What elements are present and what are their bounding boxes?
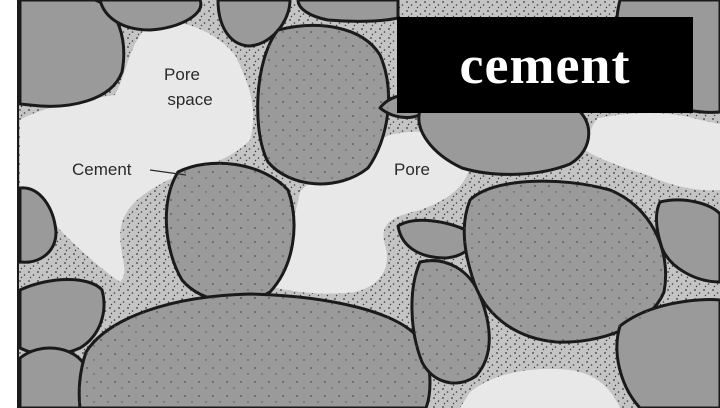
title-banner: cement xyxy=(397,17,693,113)
pore-space-label-line1: Pore xyxy=(164,65,200,84)
title-text: cement xyxy=(460,34,631,96)
pore-space-label-line2: space xyxy=(167,90,212,109)
pore-label: Pore xyxy=(394,160,430,179)
cement-label: Cement xyxy=(72,160,132,179)
